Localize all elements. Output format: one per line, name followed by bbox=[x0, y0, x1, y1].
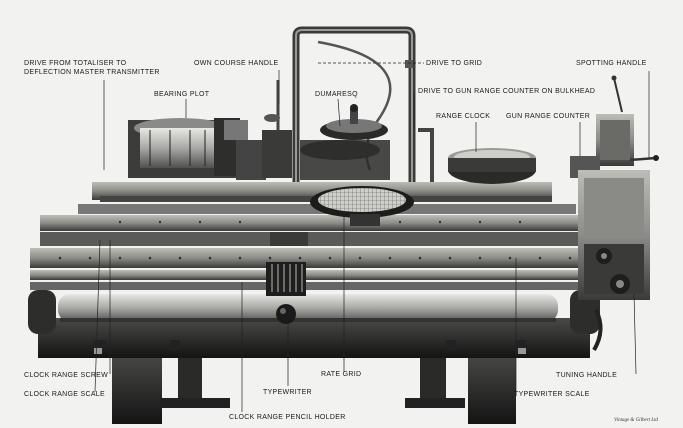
label-tuning-handle: TUNING HANDLE bbox=[556, 372, 618, 379]
label-clock-range-scale: CLOCK RANGE SCALE bbox=[24, 391, 105, 398]
label-drive-from-totaliser: DRIVE FROM TOTALISER TO bbox=[24, 60, 127, 67]
label-drive-to-gun-range-counter: DRIVE TO GUN RANGE COUNTER ON BULKHEAD bbox=[418, 88, 596, 95]
label-clock-range-pencil-holder: CLOCK RANGE PENCIL HOLDER bbox=[229, 414, 346, 421]
label-dumaresq: DUMARESQ bbox=[315, 91, 358, 98]
label-clock-range-screw: CLOCK RANGE SCREW bbox=[24, 372, 109, 379]
label-typewriter-scale: TYPEWRITER SCALE bbox=[514, 391, 590, 398]
photo-credit: Vintage & Gilbert Ltd bbox=[614, 418, 658, 423]
label-gun-range-counter: GUN RANGE COUNTER bbox=[506, 113, 591, 120]
label-deflection-master-transmitter: DEFLECTION MASTER TRANSMITTER bbox=[24, 69, 160, 76]
label-range-clock: RANGE CLOCK bbox=[436, 113, 491, 120]
label-own-course-handle: OWN COURSE HANDLE bbox=[194, 60, 279, 67]
label-typewriter: TYPEWRITER bbox=[263, 389, 312, 396]
label-rate-grid: RATE GRID bbox=[321, 371, 362, 378]
label-bearing-plot: BEARING PLOT bbox=[154, 91, 210, 98]
label-drive-to-grid: DRIVE TO GRID bbox=[426, 60, 483, 67]
label-spotting-handle: SPOTTING HANDLE bbox=[576, 60, 647, 67]
